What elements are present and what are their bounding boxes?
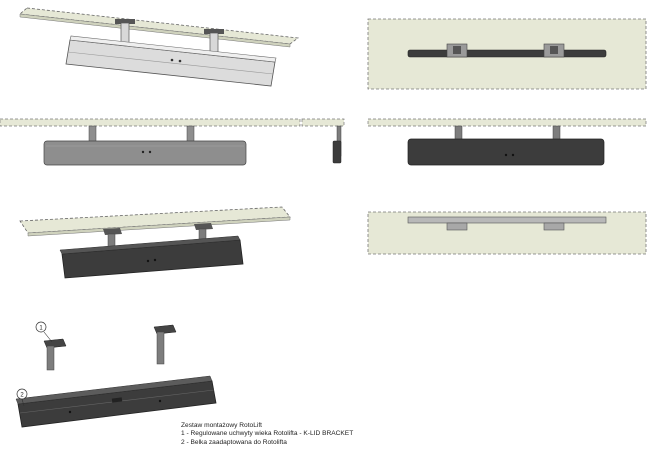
bolt-hole [158, 399, 162, 403]
panel-edge [27, 216, 291, 237]
k-lid-bracket-arm [156, 331, 165, 365]
callout-leader-2 [21, 398, 25, 407]
view-bottom-right [367, 211, 647, 255]
bolt-hole [146, 259, 150, 263]
mounting-panel [0, 118, 301, 127]
callout-circle-1 [35, 321, 47, 333]
bracket-plate [194, 223, 213, 230]
caption-item-2: 2 - Belka zaadaptowana do Rotolifta [181, 438, 287, 446]
bracket [446, 222, 468, 231]
callout-leader-1 [43, 331, 53, 343]
beam-top-face [69, 35, 277, 63]
k-lid-bracket-arm [46, 345, 55, 371]
bolt-hole [153, 258, 157, 262]
bolt-hole [504, 153, 508, 157]
bolt-hole [148, 150, 152, 154]
view-iso-bottom-left [19, 206, 291, 279]
beam [407, 138, 605, 166]
mounting-panel [19, 7, 300, 45]
parts-caption: Zestaw montażowy RotoLift 1 - Regulowane… [181, 422, 353, 447]
caption-item-1: 1 - Regulowane uchwyty wieka Rotolifta -… [181, 430, 354, 438]
callout-circle-2 [16, 388, 28, 400]
bracket-plate [103, 228, 122, 235]
bolt-hole [178, 59, 182, 63]
beam [407, 49, 607, 58]
bolt-hole [141, 150, 145, 154]
view-front-left [0, 118, 301, 166]
beam-top-face [59, 235, 241, 255]
beam-slot [111, 397, 123, 403]
view-top-right [367, 18, 647, 90]
bracket-detail [550, 46, 558, 54]
callout-number-1: 1 [39, 325, 43, 331]
bracket [543, 222, 565, 231]
bolt-hole [511, 153, 515, 157]
beam-groove [67, 51, 274, 75]
bracket-detail [453, 46, 461, 54]
bracket-plate [204, 29, 224, 34]
beam-profile [332, 140, 342, 164]
beam [43, 140, 247, 166]
caption-title: Zestaw montażowy RotoLift [181, 422, 262, 429]
adapted-beam-top-face [15, 375, 213, 405]
bracket-plate [115, 19, 135, 24]
view-exploded-parts: 1 2 [15, 321, 217, 428]
beam [407, 216, 607, 224]
bolt-hole [68, 410, 72, 414]
view-front-right [367, 118, 647, 166]
bolt-hole [170, 58, 174, 62]
mounting-panel [301, 118, 345, 127]
view-side [301, 118, 345, 164]
mounting-panel [367, 118, 647, 127]
panel-edge [19, 13, 291, 48]
callout-number-2: 2 [20, 392, 24, 398]
view-iso-top-left [19, 7, 300, 87]
